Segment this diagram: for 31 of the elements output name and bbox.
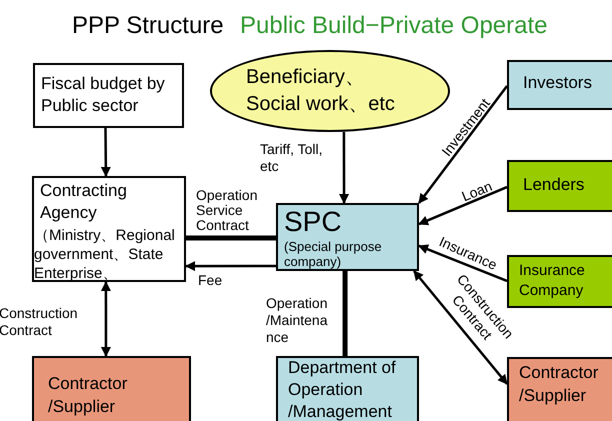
title: PPP Structure [72,12,224,40]
process-box [507,357,612,421]
connector-arrow [100,128,111,177]
edge-label: Loan [458,176,496,206]
process-box [276,356,419,421]
process-box [33,63,184,128]
connector-arrow [418,85,508,204]
node-text: Department of Operation /Management [288,357,397,421]
node-text: Investors [523,73,593,93]
process-box [32,356,191,421]
node-text: Fiscal budget by Public sector [41,73,166,117]
node-text: Contractor /Supplier [48,373,128,418]
node-text: Beneficiary、Social work、etc [246,65,396,117]
connector-arrow [185,261,276,272]
node-text: Contracting Agency [40,180,128,224]
node-text: Lenders [523,175,586,195]
connector-arrow [100,281,111,357]
connector-arrow [339,132,350,204]
node-text: （Ministry、Regional government、State Enterprise、 [34,226,176,283]
process-box [507,60,612,110]
connector-arrow [418,186,508,226]
process-box [32,176,186,282]
process-box [507,160,612,212]
connector-arrow [413,270,508,385]
process-box [276,203,419,271]
node-text: Contractor /Supplier [519,362,600,407]
subtitle: Public Build−Private Operate [240,12,548,40]
node-text: (Special purpose company) [284,239,383,269]
node-text: Insurance Company [519,261,586,301]
connector-arrow [418,244,508,282]
node-text: SPC [284,205,343,239]
